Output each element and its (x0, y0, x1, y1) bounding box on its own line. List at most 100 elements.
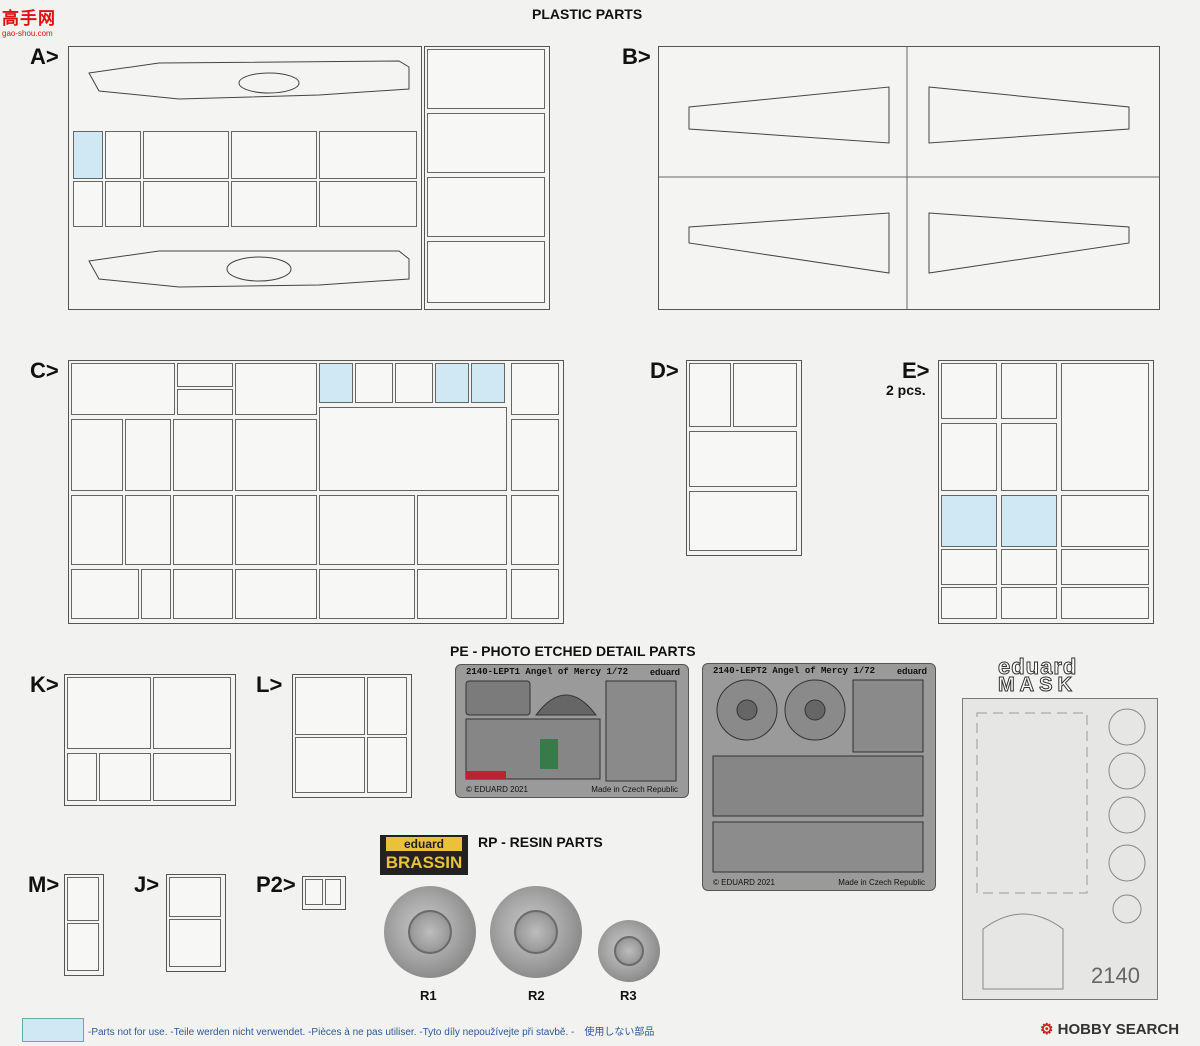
sprue-d-label: D> (650, 358, 679, 383)
pe-copyright: © EDUARD 2021 (713, 878, 775, 887)
part-cell (125, 495, 171, 565)
resin-wheel-r2 (490, 886, 582, 978)
part-cell (235, 363, 317, 415)
brassin-logo: eduard BRASSIN (380, 835, 468, 875)
part-cell (71, 569, 139, 619)
part-cell (305, 879, 323, 905)
resin-wheel-r1 (384, 886, 476, 978)
watermark-url: gao-shou.com (2, 29, 53, 38)
part-cell (173, 569, 233, 619)
part-cell (427, 113, 545, 173)
part-cell (1001, 423, 1057, 491)
hobby-search-logo: ⚙ HOBBY SEARCH (1040, 1020, 1179, 1038)
part-cell (71, 363, 175, 415)
sprue-e-quantity: 2 pcs. (886, 382, 926, 398)
sprue-l-label: L> (256, 672, 283, 697)
part-cell (71, 419, 123, 491)
resin-label-r1: R1 (420, 988, 437, 1003)
part-cell (417, 569, 507, 619)
pe-sheet-scale: 1/72 (853, 666, 876, 676)
part-cell (153, 677, 231, 749)
part-cell (367, 677, 407, 735)
part-cell (153, 753, 231, 801)
part-cell (125, 419, 171, 491)
part-cell (511, 363, 559, 415)
part-cell (177, 363, 233, 387)
part-cell (1001, 549, 1057, 585)
part-cell (355, 363, 393, 403)
sprue-e-label: E> (902, 358, 930, 383)
part-cell (325, 879, 341, 905)
pe-sheet-code: 2140-LEPT2 (713, 666, 768, 676)
gear-icon: ⚙ (1040, 1021, 1054, 1038)
rp-header: RP - RESIN PARTS (478, 834, 603, 850)
part-cell (99, 753, 151, 801)
sprue-p2 (302, 876, 346, 910)
pe-sheet-1: 2140-LEPT1 Angel of Mercy 1/72 eduard © … (455, 664, 689, 798)
wheel-hub (514, 910, 558, 954)
part-cell (395, 363, 433, 403)
part-cell (67, 923, 99, 971)
part-cell (941, 587, 997, 619)
part-cell (173, 495, 233, 565)
mask-brand: eduard (997, 654, 1078, 680)
part-cell (231, 181, 317, 227)
part-cell (105, 131, 141, 179)
brassin-top: eduard (386, 837, 462, 851)
part-cell (235, 569, 317, 619)
part-cell (67, 753, 97, 801)
part-cell (143, 181, 229, 227)
pe-sheet-name: Angel of Mercy (772, 666, 849, 676)
part-cell (511, 569, 559, 619)
part-cell (67, 677, 151, 749)
pe-sheet-2-title: 2140-LEPT2 Angel of Mercy 1/72 (713, 666, 875, 676)
part-e-highlighted (941, 495, 997, 547)
part-cell (941, 363, 997, 419)
part-cell (71, 495, 123, 565)
part-cell (511, 419, 559, 491)
pe-origin: Made in Czech Republic (838, 878, 925, 887)
part-a-highlighted (73, 131, 103, 179)
part-c-highlighted (435, 363, 469, 403)
pe-sheet-scale: 1/72 (606, 667, 629, 677)
resin-wheel-r3 (598, 920, 660, 982)
sprue-a-engine-parts (424, 46, 550, 310)
brassin-bottom: BRASSIN (385, 853, 463, 872)
cowling-part-cell (689, 491, 797, 551)
resin-label-r3: R3 (620, 988, 637, 1003)
sprue-c (68, 360, 564, 624)
part-cell (143, 131, 229, 179)
mask-shapes-drawing (976, 708, 1146, 990)
part-cell (367, 737, 407, 793)
part-cell (73, 181, 103, 227)
propeller-part-cell (1061, 363, 1149, 491)
plastic-parts-header: PLASTIC PARTS (532, 6, 643, 22)
part-cell (1061, 587, 1149, 619)
part-cell (295, 677, 365, 735)
part-cell (173, 419, 233, 491)
mask-title: MASK (998, 674, 1077, 697)
sprue-p2-label: P2> (256, 872, 296, 897)
part-e-highlighted (1001, 495, 1057, 547)
part-cell (1001, 363, 1057, 419)
part-cell (169, 919, 221, 967)
sprue-c-label: C> (30, 358, 59, 383)
sprue-b-label: B> (622, 44, 651, 69)
part-cell (941, 423, 997, 491)
sprue-k (64, 674, 236, 806)
sprue-d (686, 360, 802, 556)
watermark-logo: 高手网 gao-shou.com (2, 4, 72, 38)
part-cell (295, 737, 365, 793)
part-cell (235, 419, 317, 491)
wheel-hub (614, 936, 644, 966)
legend-swatch (22, 1018, 84, 1042)
part-cell (231, 131, 317, 179)
hobby-search-text: HOBBY SEARCH (1057, 1021, 1180, 1038)
part-cell (427, 177, 545, 237)
sprue-l (292, 674, 412, 798)
part-cell (733, 363, 797, 427)
part-cell (427, 241, 545, 303)
part-cell (319, 569, 415, 619)
sprue-j-label: J> (134, 872, 160, 897)
part-c-highlighted (319, 363, 353, 403)
